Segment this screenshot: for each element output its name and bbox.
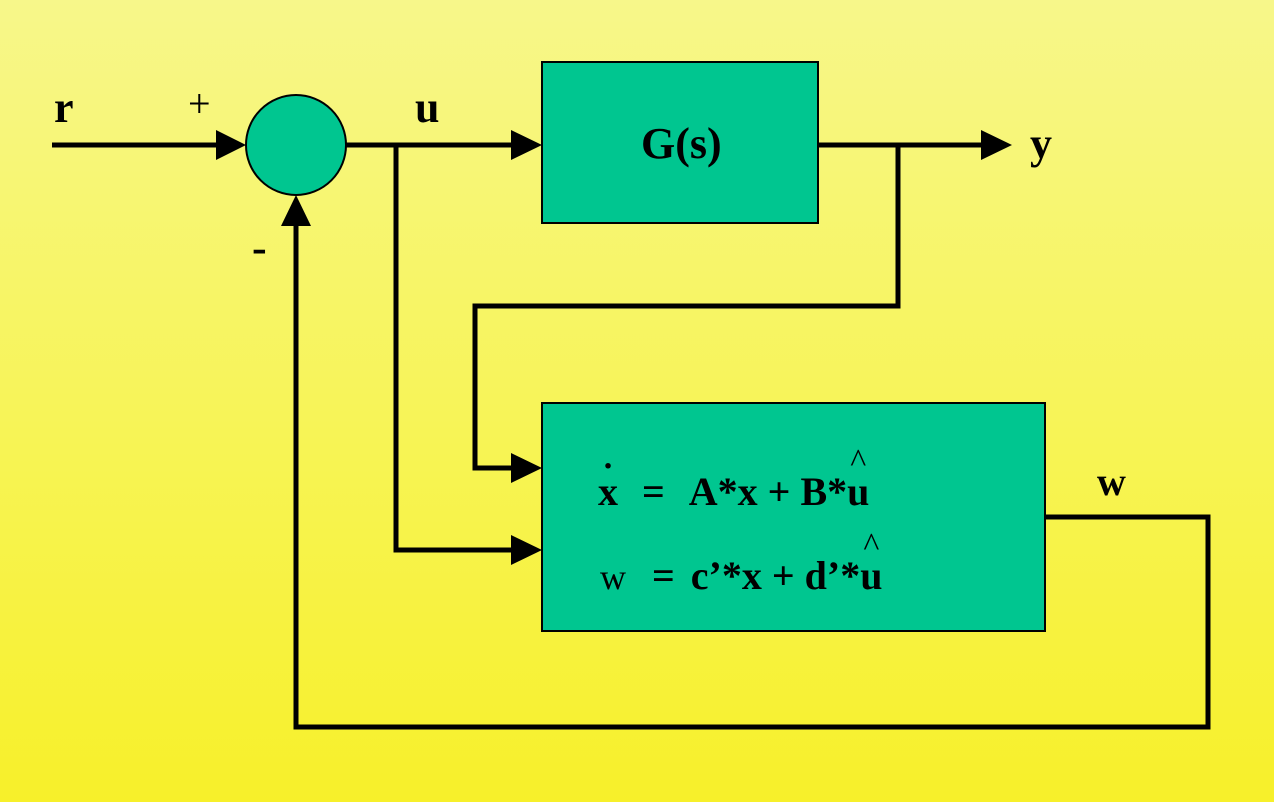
- controller-equation-1: ·x = A*x + B*^u: [598, 443, 870, 514]
- w-feedback-line: [293, 222, 1211, 730]
- u-to-controller-arrowhead: [511, 535, 542, 565]
- minus-sign: -: [252, 223, 267, 272]
- signal-label-u: u: [415, 83, 440, 132]
- y-output-arrowhead: [981, 130, 1012, 160]
- eq2-u-hat: ^u: [860, 527, 883, 598]
- r-input-arrowhead: [216, 130, 246, 160]
- y-to-controller-line: [472, 145, 901, 471]
- eq1-equals: =: [642, 469, 665, 514]
- eq2-lhs: w: [600, 557, 626, 597]
- eq1-u-hat: ^u: [847, 443, 870, 514]
- plus-sign: +: [188, 81, 211, 126]
- controller-equation-2: w = c’*x + d’*^u: [600, 527, 883, 598]
- eq1-rhs: A*x + B*: [688, 469, 848, 514]
- signal-label-r: r: [54, 83, 74, 132]
- u-arrowhead: [511, 130, 542, 160]
- hat-glyph: ^: [863, 527, 880, 564]
- signal-label-w: w: [1097, 459, 1126, 504]
- derivative-dot: ·: [602, 448, 614, 485]
- controller-block: [541, 402, 1046, 632]
- y-to-controller-arrowhead: [511, 453, 542, 483]
- plant-block: [541, 61, 819, 224]
- eq2-equals: =: [652, 553, 675, 598]
- w-feedback-arrowhead: [281, 195, 311, 226]
- plant-label: G(s): [641, 119, 722, 168]
- hat-glyph: ^: [850, 443, 867, 480]
- eq2-rhs: c’*x + d’*: [690, 553, 861, 598]
- signal-label-y: y: [1030, 119, 1052, 168]
- summing-junction: [245, 94, 347, 196]
- u-to-controller-line: [393, 145, 515, 553]
- state-derivative-x: ·x: [598, 448, 618, 514]
